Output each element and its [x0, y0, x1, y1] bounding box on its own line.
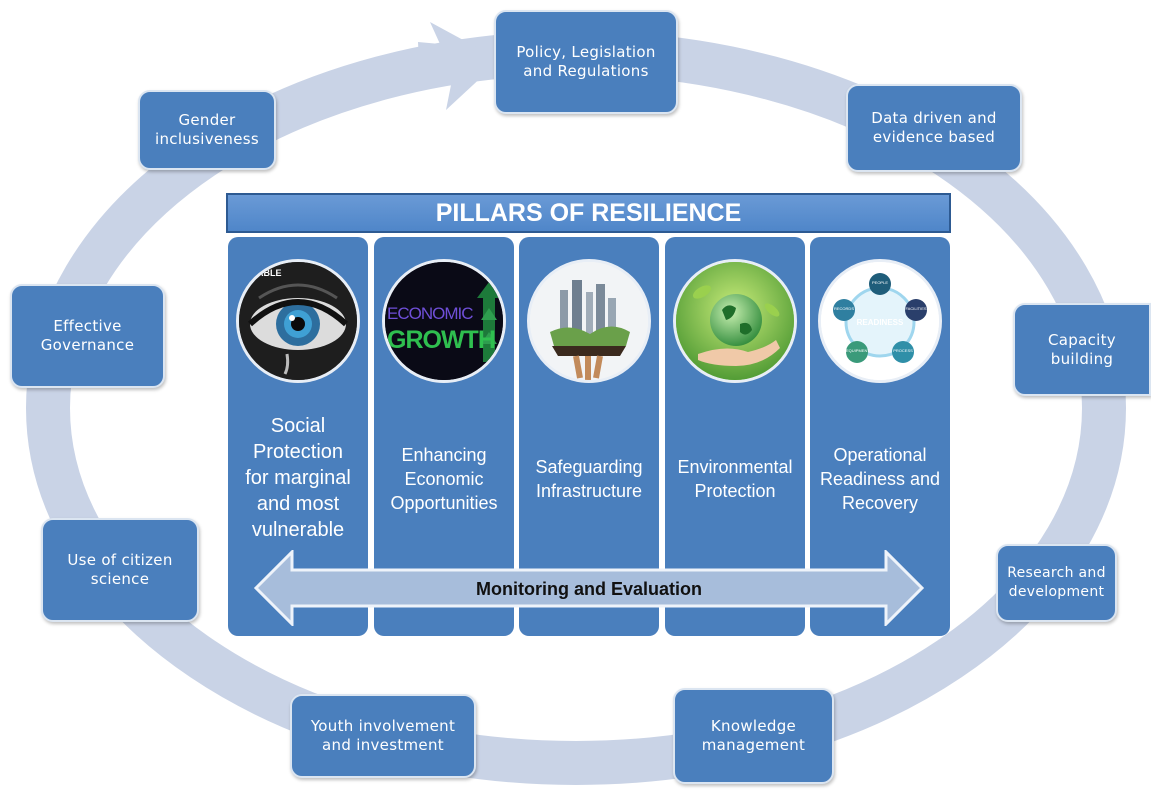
economic-text-line2: GROWTH [387, 326, 496, 354]
pillar-label: Safeguarding Infrastructure [535, 457, 643, 501]
pillar-social-protection: ABLE Social Protection for marginal and … [228, 237, 368, 636]
economic-growth-icon: ECONOMIC GROWTH [382, 259, 506, 383]
cycle-item-knowledge: Knowledge management [673, 688, 834, 784]
cycle-item-youth: Youth involvement and investment [290, 694, 476, 778]
pillar-label: Operational Readiness and Recovery [819, 445, 941, 513]
cycle-item-research: Research and development [996, 544, 1117, 622]
pillars-title: PILLARS OF RESILIENCE [435, 198, 742, 227]
readiness-node-facilities: FACILITIES [905, 306, 927, 311]
cycle-arrowhead [418, 22, 500, 110]
monitoring-evaluation-label: Monitoring and Evaluation [476, 579, 702, 599]
cycle-item-data-driven: Data driven and evidence based [846, 84, 1022, 172]
readiness-node-records: RECORDS [833, 306, 854, 311]
readiness-center-text: READINESS [856, 318, 904, 327]
readiness-node-equipment: EQUIPMENT [846, 348, 870, 353]
globe-in-hand-icon [673, 259, 797, 383]
pillar-label: Enhancing Economic Opportunities [390, 445, 498, 513]
cycle-item-citizen-science: Use of citizen science [41, 518, 199, 622]
cycle-item-policy: Policy, Legislation and Regulations [494, 10, 678, 114]
monitoring-double-arrow [254, 550, 924, 626]
cycle-item-gender: Gender inclusiveness [138, 90, 276, 170]
pillars-title-banner: PILLARS OF RESILIENCE [226, 193, 951, 233]
eye-image-text: ABLE [257, 268, 282, 278]
eye-icon: ABLE [236, 259, 360, 383]
cycle-item-governance: Effective Governance [10, 284, 165, 388]
readiness-node-people: PEOPLE [871, 280, 888, 285]
pillar-label: Social Protection for marginal and most … [245, 415, 351, 541]
cycle-item-capacity-building: Capacity building [1013, 303, 1151, 396]
readiness-cycle-icon: READINESS PEOPLE FACILITIES PROCESS EQUI… [818, 259, 942, 383]
pillar-label: Environmental Protection [677, 457, 793, 501]
city-on-hand-icon [527, 259, 651, 383]
economic-text-line1: ECONOMIC [387, 304, 473, 323]
readiness-node-process: PROCESS [893, 348, 913, 353]
